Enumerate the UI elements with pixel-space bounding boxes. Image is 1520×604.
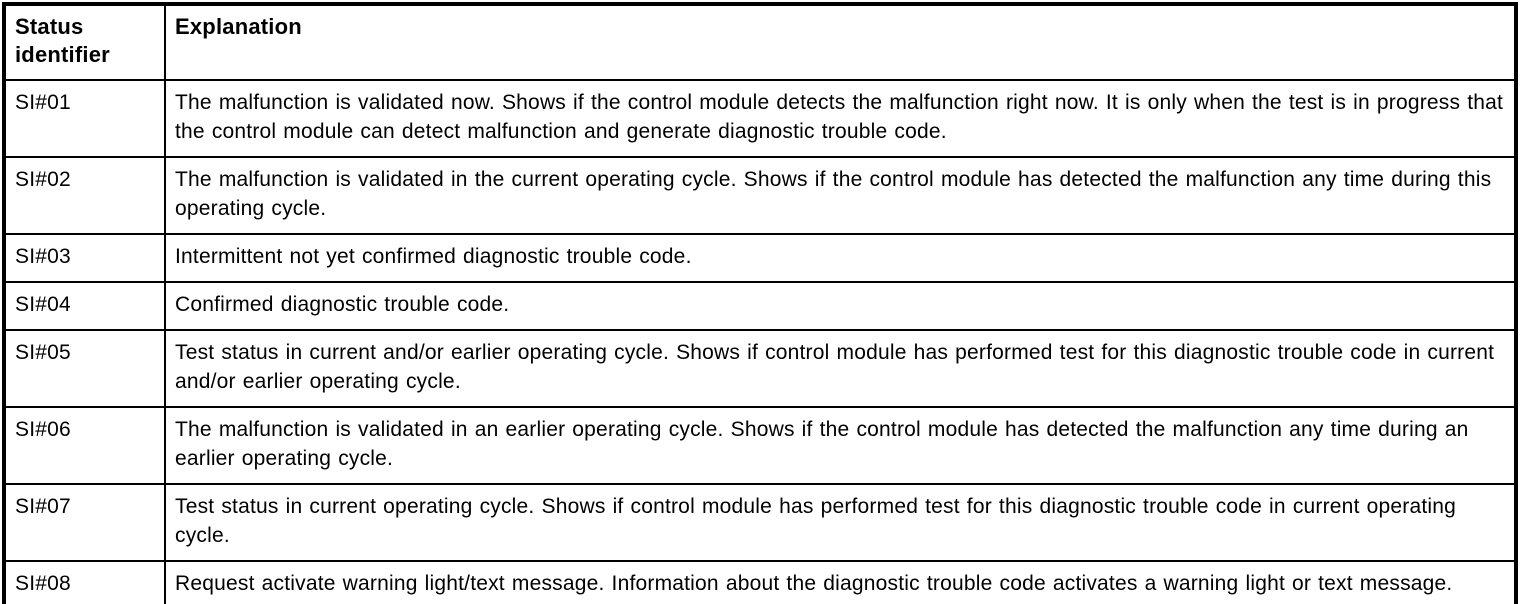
status-id-cell: SI#08 [3, 560, 166, 604]
status-id-cell: SI#06 [3, 406, 166, 485]
table-row: SI#04 Confirmed diagnostic trouble code. [3, 281, 1517, 331]
status-id-cell: SI#04 [3, 281, 166, 331]
table-row: SI#02 The malfunction is validated in th… [3, 156, 1517, 235]
explanation-cell: The malfunction is validated in an earli… [164, 406, 1517, 485]
explanation-cell: The malfunction is validated in the curr… [164, 156, 1517, 235]
table-row: SI#05 Test status in current and/or earl… [3, 329, 1517, 408]
explanation-cell: Confirmed diagnostic trouble code. [164, 281, 1517, 331]
explanation-cell: Test status in current operating cycle. … [164, 483, 1517, 562]
table-header: Status identifier Explanation [3, 3, 1517, 81]
status-id-cell: SI#02 [3, 156, 166, 235]
status-id-cell: SI#07 [3, 483, 166, 562]
table-row: SI#01 The malfunction is validated now. … [3, 79, 1517, 158]
col-header-explanation: Explanation [164, 3, 1517, 81]
table-row: SI#06 The malfunction is validated in an… [3, 406, 1517, 485]
status-id-cell: SI#01 [3, 79, 166, 158]
explanation-cell: Intermittent not yet confirmed diagnosti… [164, 233, 1517, 283]
col-header-status-identifier: Status identifier [3, 3, 166, 81]
table-row: SI#08 Request activate warning light/tex… [3, 560, 1517, 604]
table-body: SI#01 The malfunction is validated now. … [3, 79, 1517, 604]
explanation-cell: Request activate warning light/text mess… [164, 560, 1517, 604]
status-id-cell: SI#05 [3, 329, 166, 408]
status-id-cell: SI#03 [3, 233, 166, 283]
explanation-cell: Test status in current and/or earlier op… [164, 329, 1517, 408]
table-row: SI#03 Intermittent not yet confirmed dia… [3, 233, 1517, 283]
table-row: SI#07 Test status in current operating c… [3, 483, 1517, 562]
table-header-row: Status identifier Explanation [3, 3, 1517, 81]
explanation-cell: The malfunction is validated now. Shows … [164, 79, 1517, 158]
